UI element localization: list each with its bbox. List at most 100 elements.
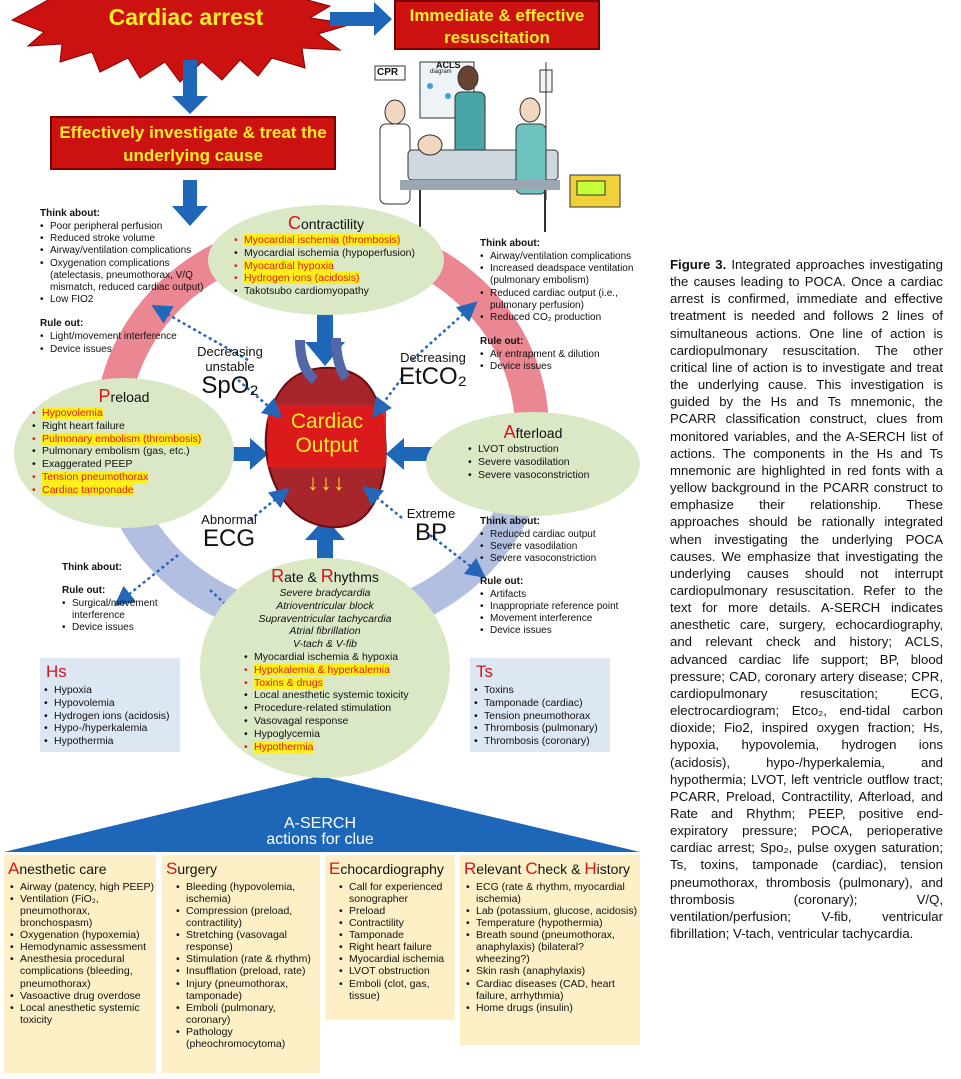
- list-item: Hypoglycemia: [244, 728, 450, 741]
- list-item: Myocardial ischemia & hypoxia: [244, 651, 450, 664]
- highlighted-cause: Myocardial hypoxia: [244, 259, 334, 272]
- contractility-list: Myocardial ischemia (thrombosis) Myocardi…: [234, 234, 444, 298]
- list-item: Right heart failure: [339, 941, 455, 953]
- anesthetic-list: Airway (patency, high PEEP) Ventilation …: [4, 881, 156, 1026]
- surgery-title: Surgery: [162, 855, 320, 881]
- list-item: Cardiac tamponade: [32, 483, 234, 497]
- list-item: Contractility: [339, 917, 455, 929]
- arrow-right-head: [374, 2, 392, 36]
- etco2-caption: Decreasing: [400, 350, 466, 365]
- rate-title: Rate & Rhythms: [200, 566, 450, 587]
- rule-left-bottom-header: Rule out:: [62, 585, 106, 596]
- list-item: Emboli (clot, gas, tissue): [339, 978, 455, 1002]
- ts-list: Toxins Tamponade (cardiac) Tension pneum…: [470, 684, 610, 748]
- list-item: LVOT obstruction: [468, 443, 640, 456]
- list-item: Lab (potassium, glucose, acidosis): [466, 905, 640, 917]
- dotted-arrow-spo2-down: [237, 379, 283, 419]
- list-item: Myocardial ischemia: [339, 953, 455, 965]
- list-item: Hemodynamic assessment: [10, 941, 156, 953]
- echo-rest: chocardiography: [340, 861, 444, 877]
- highlighted-cause: Hypokalemia & hyperkalemia: [254, 663, 390, 676]
- resuscitation-text: Immediate & effective resuscitation: [409, 6, 585, 47]
- cardiac-output-label: Cardiac Output: [268, 410, 386, 458]
- think-right-top-list: Airway/ventilation complications Increas…: [480, 251, 640, 324]
- list-item: Stretching (vasovagal response): [176, 929, 320, 953]
- arrow-right-shaft: [330, 12, 374, 26]
- list-item: Hypo-/hyperkalemia: [44, 722, 180, 735]
- highlighted-cause: Hypothermia: [254, 740, 314, 753]
- highlighted-cause: Toxins & drugs: [254, 676, 323, 689]
- bp-caption: Extreme: [406, 506, 456, 521]
- list-item: Reduced cardiac output (i.e., pulmonary …: [480, 288, 640, 312]
- list-item: Local anesthetic systemic toxicity: [10, 1002, 156, 1026]
- list-item: Low FIO2: [40, 294, 210, 306]
- relevant-b: elevant: [476, 861, 526, 877]
- preload-ellipse: Preload HypovolemiaRight heart failurePu…: [14, 378, 234, 528]
- list-item: Cardiac diseases (CAD, heart failure, ar…: [466, 978, 640, 1002]
- think-left-bottom-header: Think about:: [62, 562, 122, 573]
- think-left-top-header: Think about:: [40, 208, 100, 219]
- list-item: Pulmonary embolism (thrombosis): [32, 432, 234, 446]
- cardiac-arrest-starburst: [10, 0, 353, 83]
- list-item: Insufflation (preload, rate): [176, 965, 320, 977]
- rate-ellipse: Rate & Rhythms Severe bradycardia Atriov…: [200, 558, 450, 778]
- list-item: Inappropriate reference point: [480, 601, 640, 613]
- list-item: Airway/ventilation complications: [480, 251, 640, 263]
- preload-list: HypovolemiaRight heart failurePulmonary …: [32, 407, 234, 497]
- asearch-line2: actions for clue: [266, 831, 374, 848]
- list-item: Airway/ventilation complications: [40, 245, 210, 257]
- rate-list: Myocardial ischemia & hypoxiaHypokalemia…: [244, 651, 450, 753]
- list-item: Oxygenation (hypoxemia): [10, 929, 156, 941]
- ecg-caption: Abnormal: [201, 512, 257, 527]
- highlighted-cause: Myocardial ischemia (thrombosis): [244, 234, 401, 246]
- highlighted-cause: Tension pneumothorax: [42, 470, 149, 483]
- list-item: Temperature (hypothermia): [466, 917, 640, 929]
- relevant-d: heck &: [537, 861, 585, 877]
- dotted-arrow-bp-up: [362, 485, 403, 519]
- arrow-contractility-shaft: [317, 308, 333, 342]
- contractility-ellipse: Contractility Myocardial ischemia (throm…: [208, 205, 444, 315]
- preload-initial: P: [98, 386, 111, 406]
- cardiac-output-box: [268, 405, 386, 467]
- list-item: Local anesthetic systemic toxicity: [244, 689, 450, 702]
- list-item: Skin rash (anaphylaxis): [466, 965, 640, 977]
- list-item: Home drugs (insulin): [466, 1002, 640, 1014]
- list-item: Ventilation (FiO₂, pneumothorax, broncho…: [10, 893, 156, 929]
- ts-title: Ts: [476, 662, 493, 681]
- arrow-preload-head: [250, 438, 268, 470]
- list-item: Myocardial ischemia (thrombosis): [234, 234, 444, 247]
- afterload-initial: A: [503, 422, 516, 442]
- cause-text: Exaggerated PEEP: [42, 458, 133, 471]
- think-left-bottom: Think about: Rule out: Surgical/movement…: [62, 562, 212, 635]
- list-item: Reduced stroke volume: [40, 233, 210, 245]
- list-item: Thrombosis (pulmonary): [474, 722, 610, 735]
- list-item: Tamponade (cardiac): [474, 697, 610, 710]
- dotted-arrow-etco2-up: [411, 301, 478, 361]
- list-item: Thrombosis (coronary): [474, 735, 610, 748]
- cardiac-output-line1: Cardiac: [290, 410, 364, 433]
- rate-italic-item: Severe bradycardia: [279, 587, 371, 599]
- spo2-label: Decreasing unstable SpO₂: [180, 344, 280, 398]
- think-right-bottom-list: Reduced cardiac output Severe vasodilati…: [480, 529, 640, 566]
- afterload-ellipse: Afterload LVOT obstruction Severe vasodi…: [426, 412, 640, 516]
- afterload-list: LVOT obstruction Severe vasodilation Sev…: [468, 443, 640, 481]
- list-item: Hypoxia: [44, 684, 180, 697]
- contractility-title: Contractility: [208, 213, 444, 234]
- list-item: Exaggerated PEEP: [32, 458, 234, 471]
- dotted-arrow-etco2-down: [372, 377, 403, 418]
- cpr-label: CPR: [377, 67, 399, 78]
- think-right-top: Think about: Airway/ventilation complica…: [480, 238, 640, 374]
- asearch-title: A-SERCH actions for clue: [220, 816, 420, 848]
- cardiac-output-arrows: ↓↓↓: [307, 470, 347, 495]
- list-item: Vasoactive drug overdose: [10, 990, 156, 1002]
- list-item: Air entrapment & dilution: [480, 349, 640, 361]
- list-item: Surgical/movement interference: [62, 598, 212, 622]
- relevant-f: istory: [596, 861, 631, 877]
- preload-title: Preload: [14, 386, 234, 407]
- highlighted-cause: Pulmonary embolism (thrombosis): [42, 432, 202, 445]
- investigate-box: Effectively investigate & treat the unde…: [50, 116, 336, 170]
- list-item: Light/movement interference: [40, 331, 210, 343]
- arrow-afterload-head: [386, 438, 404, 470]
- investigate-text: Effectively investigate & treat the unde…: [59, 123, 327, 165]
